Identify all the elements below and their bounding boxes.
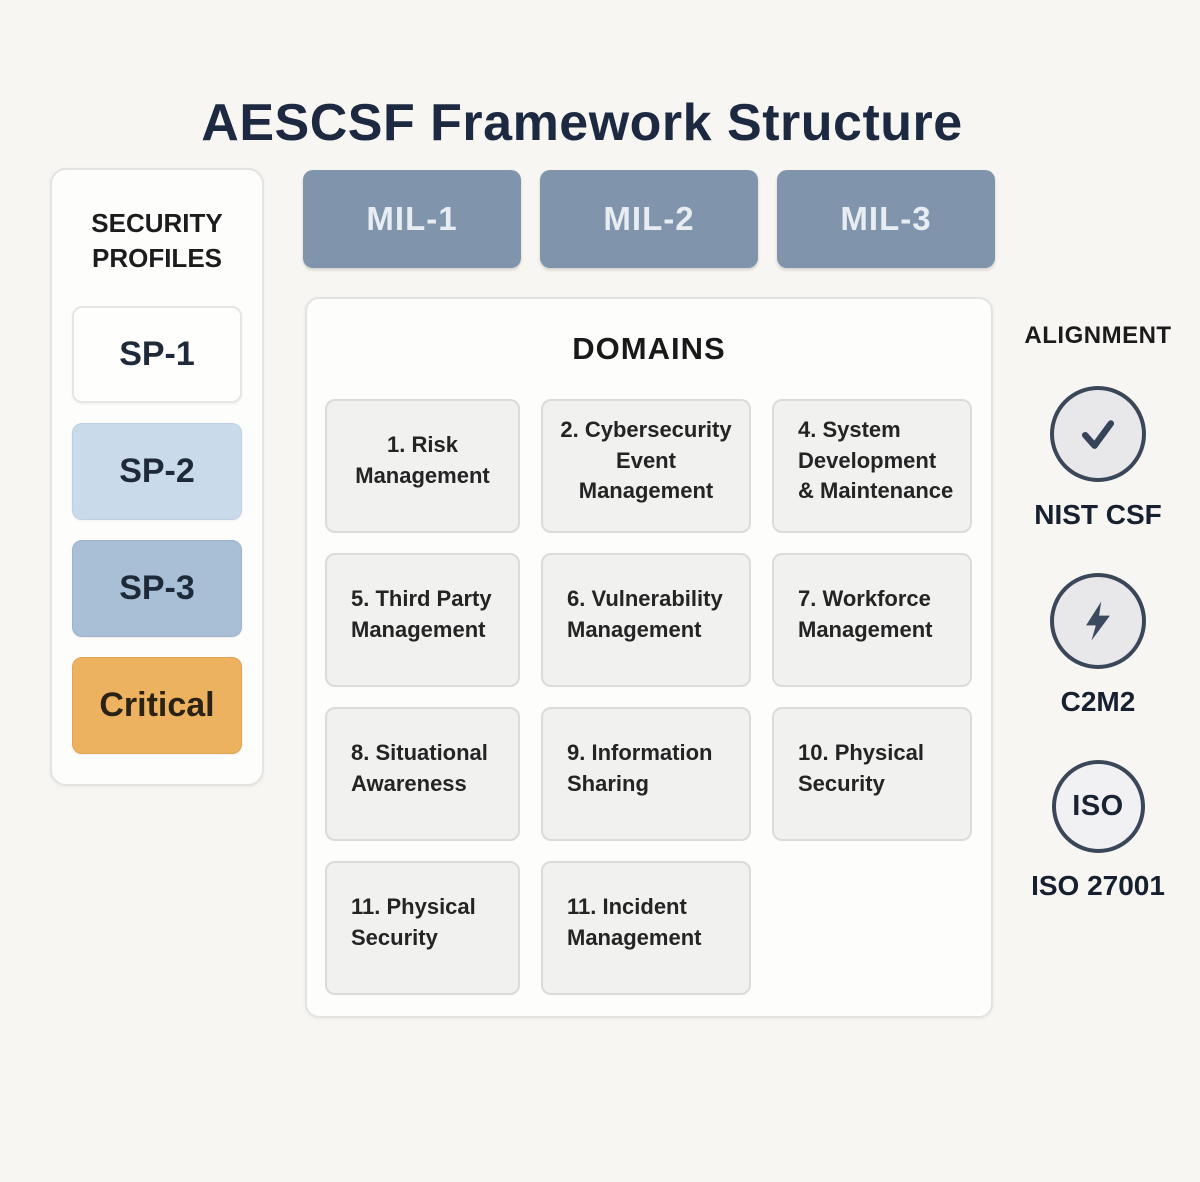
page-title: AESCSF Framework Structure <box>201 93 963 152</box>
domain-cell: 11. Physical Security <box>325 861 520 995</box>
security-profile-sp3: SP-3 <box>72 540 242 637</box>
domain-cell-label: 7. Workforce Management <box>798 586 933 642</box>
domains-panel: DOMAINS 1. Risk Management 2. Cybersecur… <box>305 297 993 1018</box>
domain-cell: 10. Physical Security <box>772 707 972 841</box>
alignment-label-c2m2: C2M2 <box>1060 686 1136 717</box>
domain-cell: 4. System Development & Maintenance <box>772 399 972 533</box>
alignment-label-iso-27001: ISO 27001 <box>1031 870 1165 901</box>
domain-cell-label: 9. Information Sharing <box>567 740 713 796</box>
domain-cell-label: 11. Physical Security <box>351 894 476 950</box>
domain-cell-label: 5. Third Party Management <box>351 586 492 642</box>
domain-cell: 9. Information Sharing <box>541 707 751 841</box>
security-profile-sp2: SP-2 <box>72 423 242 520</box>
domain-cell: 7. Workforce Management <box>772 553 972 687</box>
domain-cell: 1. Risk Management <box>325 399 520 533</box>
domain-cell-label: 2. Cybersecurity Event Management <box>560 416 732 504</box>
security-profiles-list: SP-1 SP-2 SP-3 Critical <box>72 306 242 754</box>
domain-cell: 5. Third Party Management <box>325 553 520 687</box>
alignment-column: ALIGNMENT NIST CSF C2M2 ISO ISO 27001 <box>1022 322 1174 902</box>
domain-cell-label: 8. Situational Awareness <box>351 740 488 796</box>
check-icon <box>1050 386 1146 482</box>
mil-2-button: MIL-2 <box>540 170 758 268</box>
domain-cell-label: 6. Vulnerability Management <box>567 586 723 642</box>
domain-cell: 2. Cybersecurity Event Management <box>541 399 751 533</box>
iso-badge-icon: ISO <box>1051 760 1145 853</box>
alignment-heading: ALIGNMENT <box>1024 322 1172 349</box>
security-profile-critical: Critical <box>72 657 242 754</box>
domains-heading: DOMAINS <box>572 331 726 366</box>
domain-cell: 6. Vulnerability Management <box>541 553 751 687</box>
domain-cell: 11. Incident Management <box>541 861 751 995</box>
domain-cell-label: 10. Physical Security <box>798 740 924 796</box>
security-profiles-heading: SECURITY PROFILES <box>91 208 223 274</box>
domain-cell-label: 11. Incident Management <box>567 894 702 950</box>
security-profile-sp1: SP-1 <box>72 306 242 403</box>
mil-levels-row: MIL-1 MIL-2 MIL-3 <box>303 170 995 268</box>
domains-grid: 1. Risk Management 2. Cybersecurity Even… <box>325 399 972 995</box>
alignment-label-nist-csf: NIST CSF <box>1034 499 1162 530</box>
mil-3-button: MIL-3 <box>777 170 995 268</box>
domain-cell-label: 1. Risk Management <box>355 432 490 488</box>
security-profiles-panel: SECURITY PROFILES SP-1 SP-2 SP-3 Critica… <box>50 168 264 786</box>
domain-cell: 8. Situational Awareness <box>325 707 520 841</box>
mil-1-button: MIL-1 <box>303 170 521 268</box>
iso-badge-text: ISO <box>1072 790 1124 822</box>
domain-cell-label: 4. System Development & Maintenance <box>798 416 954 504</box>
lightning-icon <box>1050 573 1146 669</box>
